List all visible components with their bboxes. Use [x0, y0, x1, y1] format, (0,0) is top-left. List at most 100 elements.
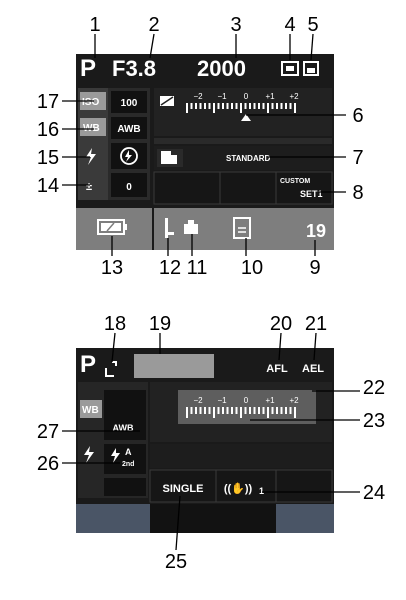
top-scale-label: −2	[193, 92, 203, 101]
bottom-drive-value: SINGLE	[163, 483, 204, 495]
flash-icon	[86, 148, 96, 165]
scale-tick	[249, 103, 251, 109]
top-screen: P F3.8 2000 ISO 100 WB AWB	[76, 54, 334, 250]
top-third-row: CUSTOM SET1	[153, 171, 333, 205]
callout-number: 21	[305, 313, 327, 335]
top-footer: 19	[76, 208, 334, 250]
quality-icon	[281, 61, 299, 76]
scale-tick	[280, 103, 283, 109]
bottom-third-row: SINGLE ((✋)) 1	[149, 469, 333, 503]
top-scale-label: 0	[244, 92, 249, 101]
callout-number: 9	[309, 257, 320, 279]
bottom-screen: P AFL AEL WB AWB A 2nd −2 −1 0	[76, 348, 334, 533]
scale-tick	[267, 103, 269, 113]
bottom-flash-value: 2nd	[122, 461, 134, 468]
callout-number: 25	[165, 551, 187, 573]
top-wb-value: AWB	[117, 124, 140, 135]
bottom-scale-label: −2	[193, 396, 203, 405]
record-icon	[184, 220, 198, 234]
scale-tick	[285, 407, 287, 414]
callout-number: 27	[37, 421, 59, 443]
scale-tick	[199, 103, 202, 109]
bottom-wb-label: WB	[82, 405, 99, 416]
scale-tick	[253, 407, 256, 414]
top-style-value: STANDARD	[226, 154, 271, 163]
scale-tick	[276, 103, 278, 109]
scale-tick	[231, 407, 233, 414]
top-exp-comp-value: 0	[126, 182, 132, 193]
bottom-flash-icon	[84, 446, 94, 463]
callout-number: 11	[187, 257, 208, 279]
bottom-left-column: WB AWB A 2nd	[78, 382, 148, 498]
callout-number: 2	[148, 14, 159, 36]
callout-number: 4	[284, 14, 295, 36]
scale-tick	[294, 407, 296, 418]
scale-tick	[271, 103, 274, 109]
top-custom-label: CUSTOM	[280, 178, 310, 185]
flash-mode-icon	[111, 448, 120, 463]
scale-tick	[267, 407, 269, 418]
callout-number: 24	[363, 482, 385, 504]
callout-number: 7	[352, 147, 363, 169]
callout-number: 26	[37, 453, 59, 475]
callout-number: 10	[241, 257, 263, 279]
top-callouts: 1 2 3 4 5 17 16 15 14 6 7 8 13 12 11 10 …	[37, 14, 364, 279]
top-mode-text: P	[80, 55, 96, 82]
top-left-column: ISO 100 WB AWB ± 0	[78, 88, 150, 200]
battery-icon	[97, 219, 127, 235]
callout-number: 16	[37, 119, 59, 141]
scale-tick	[213, 103, 215, 113]
bottom-afl-text: AFL	[266, 363, 288, 375]
scale-tick	[199, 407, 202, 414]
scale-tick	[280, 407, 283, 414]
bottom-footer	[76, 504, 334, 533]
scale-tick	[231, 103, 233, 109]
callout-number: 19	[149, 313, 171, 335]
scale-tick	[249, 407, 251, 414]
scale-tick	[262, 407, 265, 414]
callout-number: 5	[307, 14, 318, 36]
picture-style-icon	[161, 151, 177, 164]
scale-tick	[289, 407, 292, 414]
callout-number: 1	[89, 14, 100, 36]
scale-tick	[208, 103, 211, 109]
callout-number: 23	[363, 410, 385, 432]
scale-tick	[289, 103, 292, 109]
scale-tick	[276, 407, 278, 414]
scale-tick	[222, 103, 224, 109]
scale-tick	[208, 407, 211, 414]
top-style-row: STANDARD	[154, 146, 332, 170]
scale-tick	[186, 103, 188, 113]
flash-auto-letter: A	[125, 447, 132, 457]
scale-tick	[258, 407, 260, 414]
scale-tick	[204, 103, 206, 109]
scale-tick	[235, 407, 238, 414]
top-iso-label: ISO	[82, 97, 99, 108]
callout-number: 3	[230, 14, 241, 36]
flash-off-icon	[120, 147, 138, 165]
top-exposure-scale: −2 −1 0 +1 +2	[154, 88, 332, 136]
scale-tick	[190, 103, 193, 109]
scale-pointer-icon	[241, 114, 251, 121]
exposure-comp-icon: ±	[86, 181, 92, 193]
scale-tick	[253, 103, 256, 109]
bottom-mode-text: P	[80, 351, 96, 378]
bottom-stabilizer-value: 1	[259, 486, 264, 496]
scale-tick	[240, 407, 242, 418]
scene-info-box	[134, 354, 214, 378]
callout-number: 14	[37, 175, 59, 197]
bottom-callouts: 18 19 20 21 22 23 24 27 26 25	[37, 313, 385, 573]
scale-tick	[271, 407, 274, 414]
bottom-scale-label: 0	[244, 396, 249, 405]
scale-tick	[195, 103, 197, 109]
scale-tick	[195, 407, 197, 414]
bottom-scale-label: −1	[217, 396, 227, 405]
scale-tick	[213, 407, 215, 418]
callout-number: 6	[352, 105, 363, 127]
top-scale-label: +1	[265, 92, 275, 101]
callout-number: 20	[270, 313, 292, 335]
bottom-scale-label: +2	[289, 396, 299, 405]
bottom-exposure-scale: −2 −1 0 +1 +2	[150, 382, 332, 442]
scale-tick	[258, 103, 260, 109]
